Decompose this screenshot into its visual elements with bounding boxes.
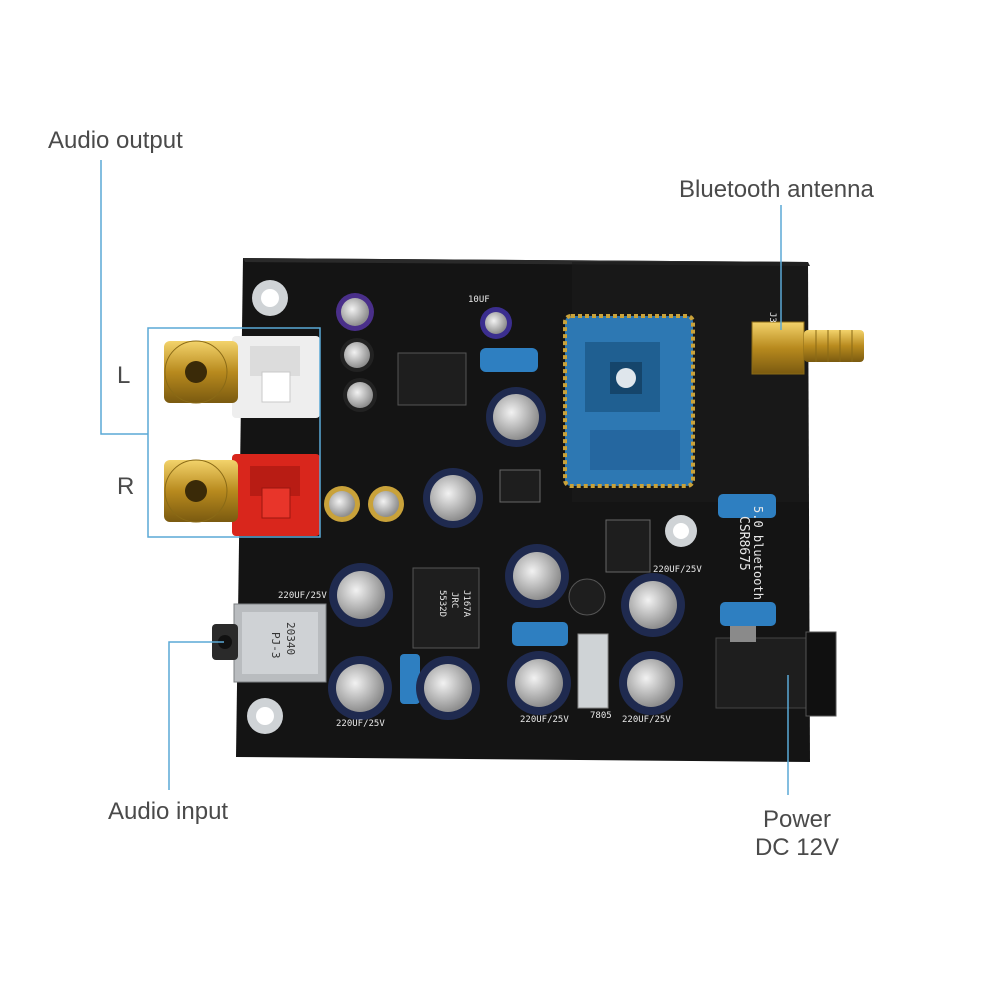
channel-right-label: R [117, 473, 135, 500]
film-cap [400, 654, 420, 704]
dac-ic [397, 352, 467, 406]
channel-left-label: L [117, 362, 131, 389]
rca-right-connector [164, 454, 320, 536]
callout-lines [100, 160, 789, 795]
cap-label-5: 220UF/25V [622, 715, 671, 725]
audio-input-label: Audio input [108, 798, 229, 825]
transistor [499, 469, 541, 503]
opamp-ic: 5532D JRC J167A [412, 567, 480, 649]
cap-label-1: 220UF/25V [653, 565, 702, 575]
ic-text-3: J167A [461, 590, 471, 618]
power-label-line2: DC 12V [754, 834, 840, 861]
jack-text-2: 20340 [284, 622, 297, 655]
audio-output-label: Audio output [48, 127, 183, 154]
callout-audio-output [100, 160, 148, 435]
jack-text-1: PJ-3 [269, 632, 282, 659]
mounting-hole-bottom-left [247, 698, 283, 734]
rca-left-connector [164, 336, 320, 418]
reg-text: 7805 [590, 711, 612, 721]
cap-label-2: 220UF/25V [278, 591, 327, 601]
film-cap [512, 622, 568, 646]
antenna-connector: J3 [751, 312, 864, 375]
power-dc-jack [715, 626, 837, 717]
film-cap [480, 348, 538, 372]
film-cap [720, 602, 776, 626]
cap-label-3: 220UF/25V [336, 719, 385, 729]
voltage-regulator [577, 633, 609, 709]
power-label: Power DC 12V [744, 806, 850, 862]
callout-audio-input [168, 641, 224, 790]
electrolytic-capacitors [324, 293, 685, 720]
antenna-ref: J3 [767, 312, 777, 323]
callout-rca-box [147, 327, 321, 538]
module-text: CSR8675 [736, 516, 751, 571]
ic-text-2: JRC [449, 592, 459, 608]
bluetooth-antenna-label: Bluetooth antenna [679, 176, 874, 203]
cap-label-top: 10UF [468, 295, 490, 305]
mounting-hole-center [665, 515, 697, 547]
film-cap [718, 494, 776, 518]
trimmer [568, 578, 606, 616]
bluetooth-module [563, 314, 695, 488]
ic-text-1: 5532D [437, 590, 447, 617]
cap-label-4: 220UF/25V [520, 715, 569, 725]
mounting-hole-top-left [252, 280, 288, 316]
audio-input-jack: PJ-3 20340 [212, 603, 327, 683]
module-subtext: 5.0 bluetooth [751, 506, 765, 600]
voltage-regulator [605, 519, 651, 573]
power-label-line1: Power [762, 806, 832, 833]
